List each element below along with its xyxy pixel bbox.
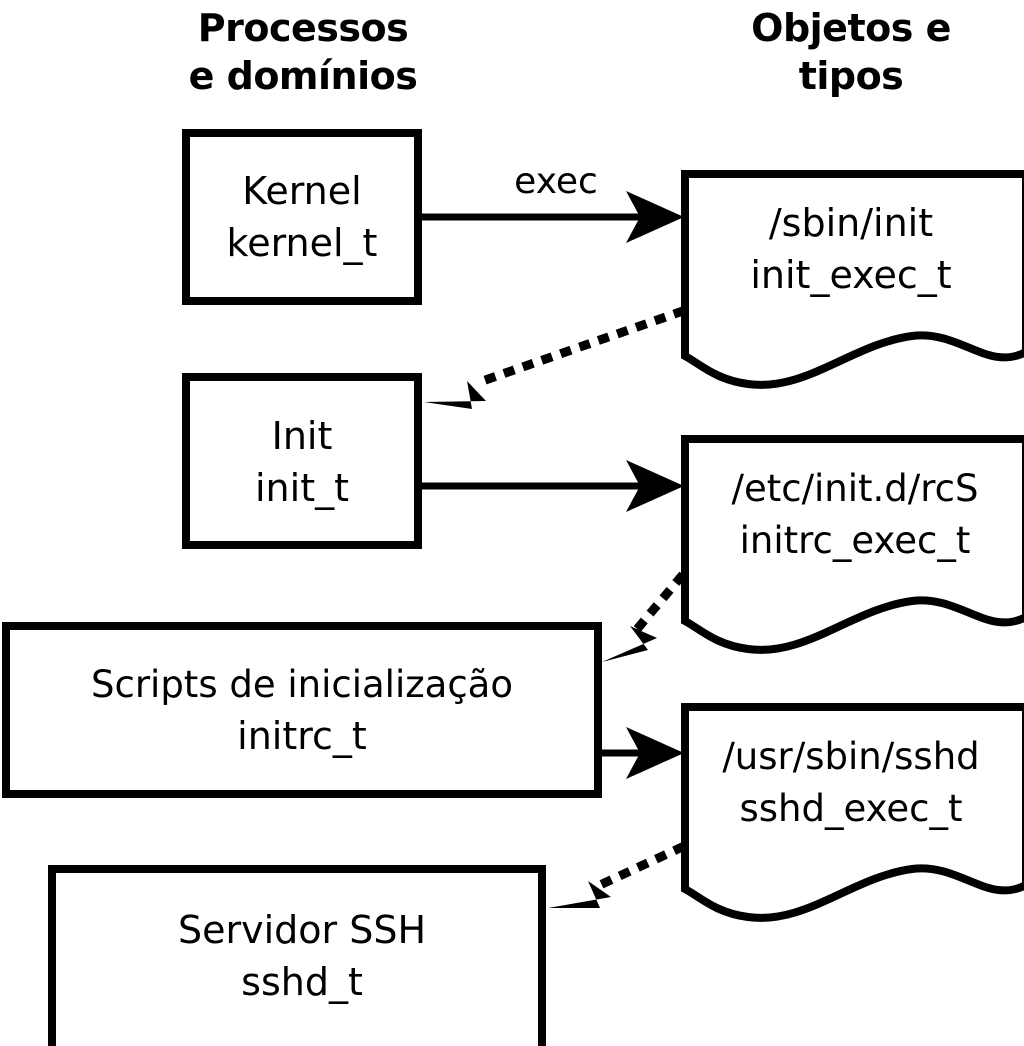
node-init-name: Init [272,414,333,458]
column-header-objects-line2: tipos [799,54,904,98]
node-initrc-box[interactable] [2,622,602,798]
node-sshd-name: Servidor SSH [178,908,426,952]
node-initrc-name: Scripts de inicialização [91,663,513,706]
column-header-processes-line1: Processos [198,6,408,50]
node-initrc-exec-path: /etc/init.d/rcS [731,467,978,510]
edge-initrc-exec-transition-initrc-arrowhead [602,626,657,662]
edge-initrc-exec-sshd-exec[interactable] [598,727,684,779]
node-init-exec-document-shape[interactable] [681,170,1024,389]
node-initrc-exec-type: initrc_exec_t [740,519,971,562]
edge-sshd-exec-transition-sshd[interactable] [548,842,686,908]
node-sshd-box[interactable] [48,865,546,1046]
node-init-exec-type: init_exec_t [750,253,951,297]
edge-kernel-exec-init-exec[interactable]: exec [418,161,684,243]
node-init-exec-path: /sbin/init [769,201,933,245]
node-init-exec[interactable]: /sbin/init init_exec_t [681,170,1024,389]
node-initrc-exec[interactable]: /etc/init.d/rcS initrc_exec_t [681,435,1024,654]
edge-label-exec: exec [514,161,598,202]
edge-init-exec-initrc-exec-arrowhead [626,460,684,512]
edge-kernel-exec-init-exec-arrowhead [626,191,684,243]
node-sshd[interactable]: Servidor SSH sshd_t [48,865,546,1046]
node-kernel-name: Kernel [242,169,361,213]
node-init-type: init_t [255,466,349,510]
node-initrc-type: initrc_t [237,714,367,758]
edge-initrc-exec-transition-initrc-line [631,571,687,635]
node-kernel-type: kernel_t [227,221,378,265]
node-kernel-box[interactable] [182,129,422,305]
node-sshd-exec-document-shape[interactable] [681,703,1024,922]
column-header-processes: Processos e domínios [189,6,418,98]
column-header-processes-line2: e domínios [189,54,418,98]
edge-init-exec-initrc-exec[interactable] [418,460,684,512]
edge-initrc-exec-transition-initrc[interactable] [602,571,687,662]
node-sshd-type: sshd_t [241,960,363,1004]
edge-init-exec-transition-init-line [468,306,686,390]
edge-initrc-exec-sshd-exec-arrowhead [626,727,684,779]
column-header-objects: Objetos e tipos [751,6,951,98]
edge-sshd-exec-transition-sshd-arrowhead [548,881,611,908]
node-sshd-exec-type: sshd_exec_t [740,787,963,830]
node-sshd-exec-path: /usr/sbin/sshd [722,735,979,778]
edge-init-exec-transition-init[interactable] [424,306,686,409]
node-initrc-exec-document-shape[interactable] [681,435,1024,654]
node-init-box[interactable] [182,373,422,549]
column-header-objects-line1: Objetos e [751,6,951,50]
node-init[interactable]: Init init_t [182,373,422,549]
node-sshd-exec[interactable]: /usr/sbin/sshd sshd_exec_t [681,703,1024,922]
edge-init-exec-transition-init-arrowhead [424,381,486,409]
node-kernel[interactable]: Kernel kernel_t [182,129,422,305]
edge-sshd-exec-transition-sshd-line [594,842,686,891]
node-initrc[interactable]: Scripts de inicialização initrc_t [2,622,602,798]
